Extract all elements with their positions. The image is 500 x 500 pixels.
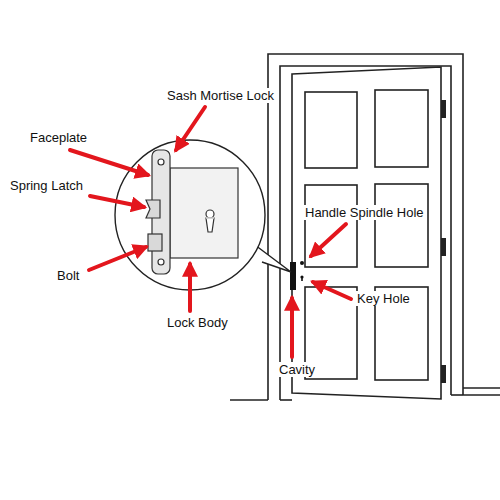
lock-on-door [290,261,304,290]
part-label: Sash Mortise Lock [165,88,276,103]
part-label: Spring Latch [8,178,85,193]
part-label: Handle Spindle Hole [303,205,426,220]
mortise-lock [146,150,238,274]
magnifier [115,140,291,290]
door-frame [230,54,500,400]
hinges [441,100,446,383]
part-label: Bolt [55,268,81,283]
leader-arrows [70,107,351,357]
part-label: Key Hole [355,291,412,306]
part-label: Cavity [277,362,317,377]
part-label: Lock Body [165,315,230,330]
door-leaf [292,67,441,399]
part-label: Faceplate [28,130,89,145]
